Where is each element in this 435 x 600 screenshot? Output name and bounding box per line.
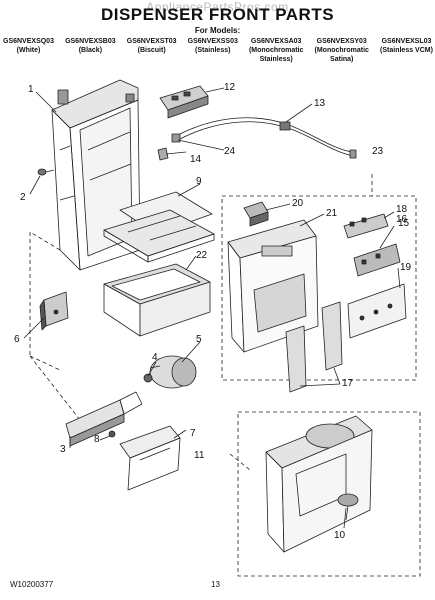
callout-20: 20 <box>292 198 304 209</box>
callout-16: 16 <box>396 214 408 225</box>
page-number: 13 <box>211 580 220 589</box>
model-number: GS6NVEXSQ03 <box>3 38 54 45</box>
part-bracket <box>39 291 69 331</box>
model-color: (Monochromatic <box>248 47 304 54</box>
callout-21: 21 <box>326 208 338 219</box>
callout-15: 15 <box>398 218 410 229</box>
model-number: GS6NVEXSL03 <box>381 38 432 45</box>
part-lever-bracket <box>119 425 181 491</box>
model-color: (Stainless) <box>195 47 231 54</box>
model-entry: GS6NVEXSS03 (Stainless) <box>188 37 238 64</box>
model-color-cont: Stainless) <box>259 56 293 63</box>
model-number: GS6NVEXSY03 <box>316 38 367 45</box>
part-button <box>243 201 269 227</box>
part-paddles <box>285 301 343 393</box>
callout-3: 3 <box>60 444 66 455</box>
model-color-cont: Satina) <box>330 56 354 63</box>
part-chute-flap <box>337 493 359 521</box>
model-entry: GS6NVEXSB03 (Black) <box>65 37 116 64</box>
model-number: GS6NVEXSS03 <box>187 38 238 45</box>
model-color: (Monochromatic <box>314 47 369 54</box>
model-color: (Black) <box>78 47 103 54</box>
callout-10: 10 <box>334 530 346 541</box>
part-actuator <box>65 391 143 447</box>
callout-numbers: 1 2 3 4 5 6 7 8 9 10 11 12 13 14 15 16 1… <box>14 82 412 541</box>
part-gear <box>143 373 153 383</box>
callout-8: 8 <box>94 434 100 445</box>
callout-5: 5 <box>196 334 202 345</box>
callout-9: 9 <box>196 176 202 187</box>
model-entry: GS6NVEXSY03 (Monochromatic Satina) <box>315 37 369 64</box>
part-wire-harness <box>171 117 357 159</box>
part-switch-panel <box>343 213 389 239</box>
model-entry: GS6NVEXST03 (Biscuit) <box>127 37 177 64</box>
part-drip-tray <box>103 263 211 337</box>
part-small-screw <box>108 430 116 438</box>
for-models-label: For Models: <box>194 26 241 35</box>
part-housing <box>51 79 141 271</box>
model-entry: GS6NVEXSL03 (Stainless VCM) <box>380 37 433 64</box>
callout-22: 22 <box>196 250 208 261</box>
callout-12: 12 <box>224 82 236 93</box>
page-header: AppliancePartsPros.com DISPENSER FRONT P… <box>0 0 435 70</box>
callout-11: 11 <box>194 450 205 461</box>
page-title: DISPENSER FRONT PARTS <box>100 5 335 24</box>
callout-13: 13 <box>314 98 326 109</box>
part-drip-tray-cover <box>103 191 215 263</box>
callout-4: 4 <box>152 352 158 363</box>
callout-19: 19 <box>400 262 412 273</box>
callout-7: 7 <box>190 428 196 439</box>
model-list: GS6NVEXSQ03 (White) GS6NVEXSB03 (Black) … <box>3 37 433 64</box>
callout-14: 14 <box>190 154 202 165</box>
callout-1: 1 <box>28 84 34 95</box>
leader-lines-left <box>29 231 81 421</box>
leader-box-11 <box>229 411 421 577</box>
part-membrane-switch <box>347 283 407 339</box>
watermark: AppliancePartsPros.com <box>146 0 289 14</box>
model-number: GS6NVEXSB03 <box>65 38 116 45</box>
model-number: GS6NVEXSA03 <box>250 38 302 45</box>
part-motor <box>149 355 197 389</box>
model-color: (White) <box>16 47 41 54</box>
document-code: W10200377 <box>10 580 54 589</box>
callout-leaders <box>23 87 401 529</box>
model-color: (Stainless VCM) <box>380 47 433 54</box>
part-screw <box>37 168 55 176</box>
callout-6: 6 <box>14 334 20 345</box>
model-number: GS6NVEXST03 <box>126 38 177 45</box>
model-color: (Biscuit) <box>137 47 166 54</box>
part-control-board <box>159 85 209 119</box>
part-dispenser-front <box>227 219 319 353</box>
model-entry: GS6NVEXSQ03 (White) <box>3 37 54 64</box>
part-display-board <box>353 243 401 277</box>
callout-17: 17 <box>342 378 354 389</box>
model-entry: GS6NVEXSA03 (Monochromatic Stainless) <box>249 37 303 64</box>
callout-24: 24 <box>224 146 236 157</box>
callout-18: 18 <box>396 204 408 215</box>
part-ice-chute <box>265 415 373 553</box>
part-clip <box>157 147 169 161</box>
leader-box-23 <box>221 174 417 381</box>
callout-2: 2 <box>20 192 26 203</box>
callout-23: 23 <box>372 146 384 157</box>
